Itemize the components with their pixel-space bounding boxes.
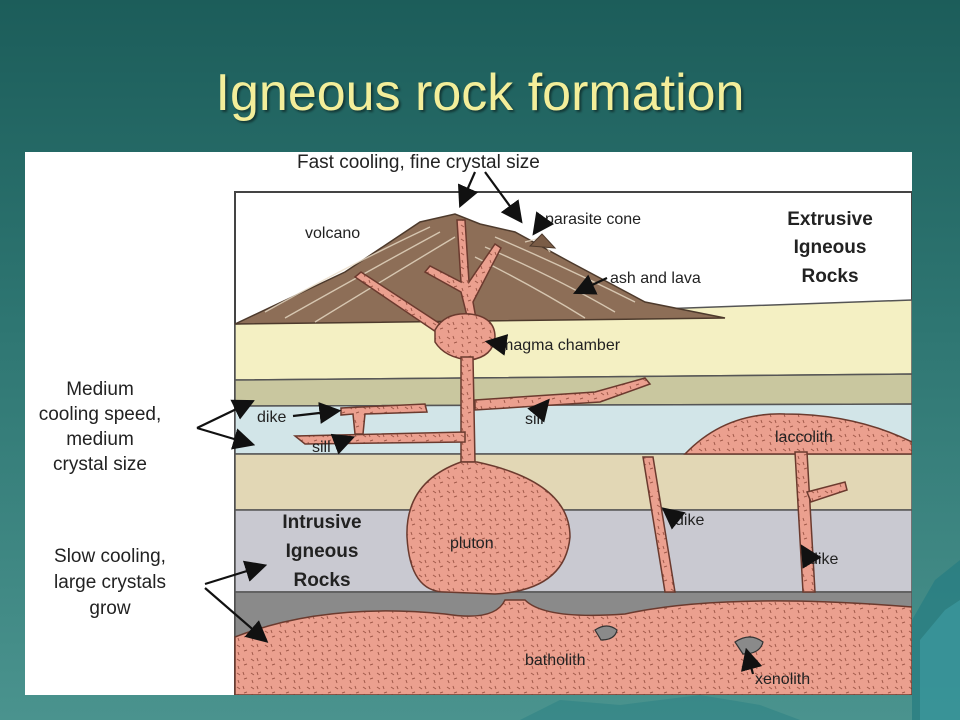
caption-fast-cooling: Fast cooling, fine crystal size	[297, 152, 540, 173]
arrow-magma-chamber	[484, 334, 509, 356]
xenolith-small	[594, 625, 618, 641]
arrow-medium-lower	[196, 426, 256, 450]
arrow-ash-lava	[573, 274, 608, 295]
extrusive-heading: Extrusive Igneous Rocks	[787, 209, 873, 287]
medium-cooling-note: Medium cooling speed, medium crystal siz…	[39, 379, 162, 475]
arrow-slow-upper	[204, 560, 268, 586]
layer-grey	[234, 509, 912, 593]
medium-line-4: crystal size	[53, 454, 147, 475]
label-dike-middle: dike	[675, 512, 704, 529]
dike-right-branch	[805, 481, 848, 503]
sill-right-shape	[474, 377, 652, 411]
dike-left-shape	[340, 403, 428, 435]
pluton-shape	[406, 461, 571, 595]
extrusive-line-3: Rocks	[801, 266, 858, 287]
dike-middle-shape	[642, 456, 676, 593]
label-volcano: volcano	[305, 225, 360, 242]
intrusive-line-2: Igneous	[286, 541, 359, 562]
arrow-slow-lower	[204, 587, 269, 643]
medium-line-3: medium	[66, 429, 134, 450]
arrow-xenolith	[741, 647, 763, 675]
extrusive-line-1: Extrusive	[787, 209, 873, 230]
parasite-cone-shape	[528, 233, 557, 249]
label-ash-and-lava: ash and lava	[610, 270, 701, 287]
diagram-svg: Fast cooling, fine crystal size volcano …	[39, 152, 912, 695]
label-dike-right: dike	[809, 551, 838, 568]
label-batholith: batholith	[525, 652, 586, 669]
label-pluton: pluton	[450, 535, 494, 552]
intrusive-line-1: Intrusive	[282, 512, 361, 533]
arrow-to-crater	[457, 171, 479, 209]
label-dike-left: dike	[257, 409, 286, 426]
slow-line-3: grow	[89, 598, 130, 619]
label-sill-left: sill	[312, 439, 331, 456]
intrusive-heading: Intrusive Igneous Rocks	[282, 512, 361, 591]
feeder-pipe	[460, 356, 476, 463]
label-parasite-cone: parasite cone	[545, 211, 641, 228]
arrow-dike-middle	[661, 507, 686, 530]
arrow-medium-upper	[196, 399, 255, 429]
arrow-parasite-label	[532, 211, 555, 236]
slow-cooling-note: Slow cooling, large crystals grow	[54, 546, 166, 619]
batholith-shape	[234, 599, 912, 695]
arrow-to-parasite	[484, 171, 523, 224]
label-sill-right: sill	[525, 411, 544, 428]
arrow-sill-right	[527, 398, 550, 423]
arrow-dike-left	[292, 402, 342, 424]
extrusive-line-2: Igneous	[794, 237, 867, 258]
intrusive-line-3: Rocks	[293, 570, 350, 591]
label-laccolith: laccolith	[775, 429, 833, 446]
medium-line-2: cooling speed,	[39, 404, 162, 425]
laccolith-shape	[683, 413, 912, 455]
arrow-dike-right	[800, 544, 822, 569]
igneous-diagram: Fast cooling, fine crystal size volcano …	[25, 152, 912, 695]
layer-olive	[234, 373, 912, 407]
slow-line-1: Slow cooling,	[54, 546, 166, 567]
slide-title: Igneous rock formation	[215, 64, 745, 122]
label-magma-chamber: magma chamber	[500, 337, 621, 354]
slow-line-2: large crystals	[54, 572, 166, 593]
label-xenolith: xenolith	[755, 671, 810, 688]
medium-line-1: Medium	[66, 379, 134, 400]
arrow-sill-left	[330, 433, 356, 455]
